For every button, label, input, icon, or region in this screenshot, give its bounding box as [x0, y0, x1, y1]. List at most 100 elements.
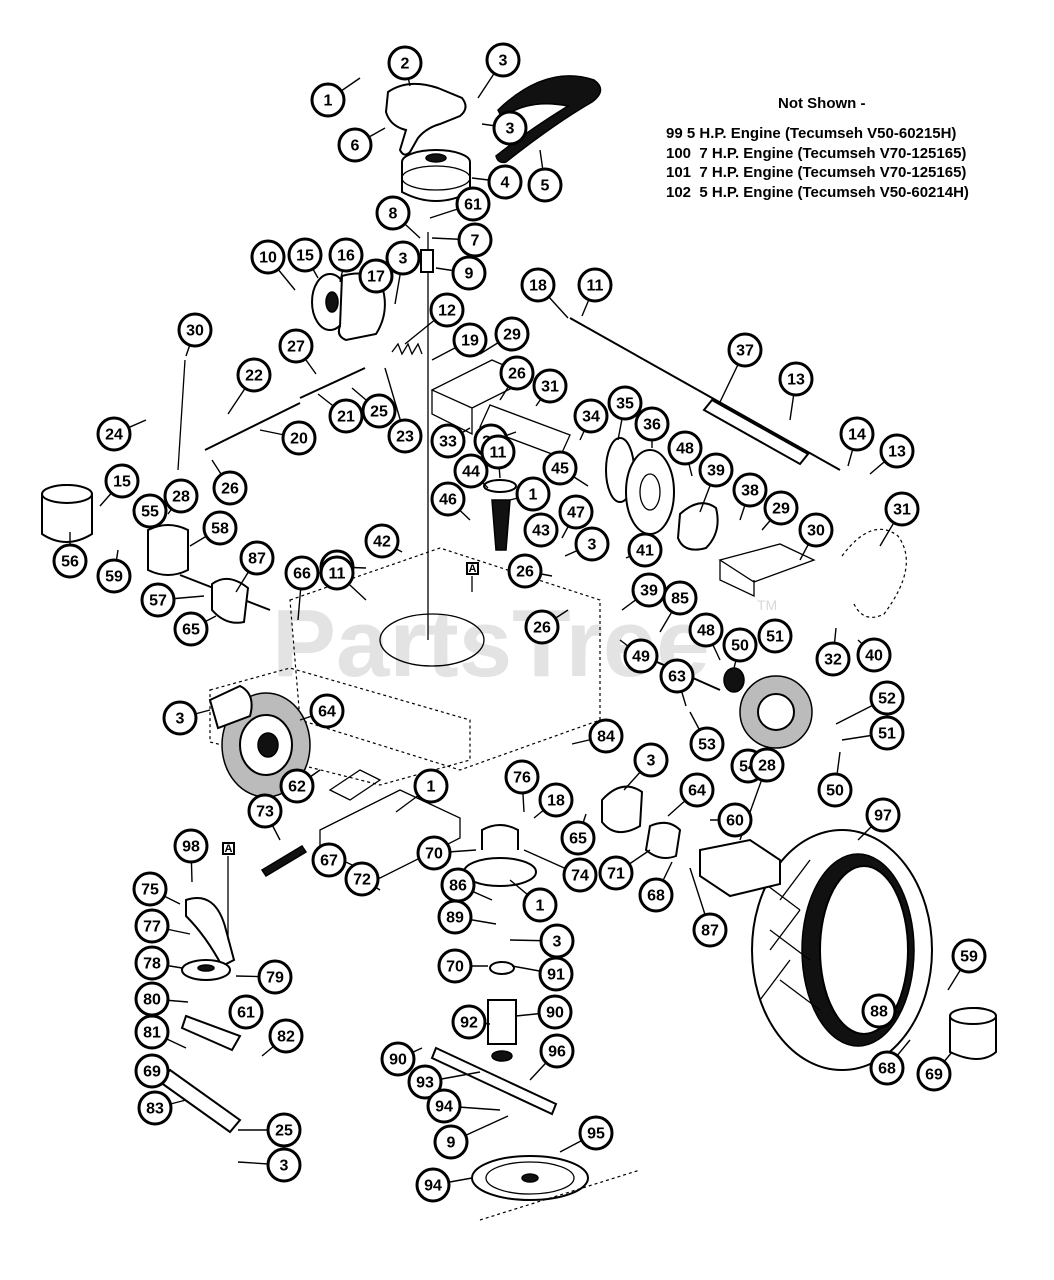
callout-number: 69 — [925, 1067, 943, 1084]
callout-bubble — [140, 582, 176, 618]
callout-30: 30 — [798, 512, 834, 548]
callout-number: 60 — [726, 813, 744, 830]
link-27 — [177, 359, 186, 471]
gear-37 — [625, 449, 675, 535]
callout-bubble — [869, 1050, 905, 1086]
callout-bubble — [239, 540, 275, 576]
callout-number: 88 — [870, 1004, 888, 1021]
callout-39: 39 — [631, 572, 667, 608]
callout-51: 51 — [757, 618, 793, 654]
trademark-symbol: TM — [757, 597, 777, 613]
callout-bubble — [749, 747, 785, 783]
not-shown-item: 99 5 H.P. Engine (Tecumseh V50-60215H) — [666, 125, 957, 142]
not-shown-list: 99 5 H.P. Engine (Tecumseh V50-60215H) 1… — [666, 124, 969, 202]
callout-bubble — [96, 558, 132, 594]
callout-number: 45 — [551, 461, 569, 478]
callout-number: 51 — [766, 629, 784, 646]
callout-bubble — [104, 463, 140, 499]
bracket-72-tab — [328, 769, 382, 801]
callout-number: 9 — [465, 266, 474, 283]
callout-43: 43 — [523, 512, 559, 548]
callout-bubble — [134, 945, 170, 981]
callout-number: 18 — [529, 278, 547, 295]
washer-44 — [483, 479, 517, 493]
callout-number: 81 — [143, 1025, 161, 1042]
callout-1: 1 — [522, 887, 558, 923]
callout-bubble — [380, 1041, 416, 1077]
callout-64: 64 — [309, 693, 345, 729]
callout-77: 77 — [134, 908, 170, 944]
callout-25: 25 — [361, 393, 397, 429]
callout-bubble — [426, 1088, 462, 1124]
callout-87: 87 — [239, 540, 275, 576]
callout-number: 15 — [296, 248, 314, 265]
callout-number: 3 — [280, 1158, 289, 1175]
callout-bubble — [279, 768, 315, 804]
callout-bubble — [212, 470, 248, 506]
callout-26: 26 — [507, 553, 543, 589]
callout-number: 50 — [731, 638, 749, 655]
reference-box-a-label: A — [469, 563, 477, 575]
callout-50: 50 — [817, 772, 853, 808]
callout-11: 11 — [577, 267, 613, 303]
callout-bubble — [573, 398, 609, 434]
shaft-coupling — [420, 249, 434, 273]
callout-bubble — [607, 385, 643, 421]
callout-number: 77 — [143, 919, 161, 936]
callout-bubble — [319, 555, 355, 591]
brake-arm-93 — [430, 1046, 558, 1116]
callout-80: 80 — [134, 981, 170, 1017]
callout-16: 16 — [328, 237, 364, 273]
callout-3: 3 — [266, 1147, 302, 1183]
callout-bubble — [415, 1167, 451, 1203]
callout-number: 90 — [546, 1005, 564, 1022]
callout-number: 95 — [587, 1126, 605, 1143]
callout-46: 46 — [430, 481, 466, 517]
callout-number: 36 — [643, 417, 661, 434]
callout-number: 59 — [105, 569, 123, 586]
callout-number: 85 — [671, 591, 689, 608]
callout-5: 5 — [527, 167, 563, 203]
callout-bubble — [698, 452, 734, 488]
callout-number: 31 — [541, 379, 559, 396]
callout-number: 68 — [878, 1061, 896, 1078]
callout-number: 92 — [460, 1015, 478, 1032]
wheel-rim — [819, 865, 909, 1035]
callout-number: 64 — [318, 704, 336, 721]
callout-number: 66 — [293, 566, 311, 583]
callout-number: 52 — [878, 691, 896, 708]
callout-76: 76 — [504, 759, 540, 795]
callout-bubble — [413, 768, 449, 804]
callout-bubble — [524, 609, 560, 645]
callout-bubble — [310, 82, 346, 118]
callout-bubble — [132, 493, 168, 529]
callout-bubble — [623, 638, 659, 674]
callout-63: 63 — [659, 658, 695, 694]
callout-66: 66 — [284, 555, 320, 591]
callout-bubble — [451, 255, 487, 291]
callout-bubble — [574, 526, 610, 562]
callout-number: 68 — [647, 888, 665, 905]
callout-number: 3 — [647, 753, 656, 770]
callout-bubble — [763, 490, 799, 526]
callout-number: 13 — [888, 444, 906, 461]
callout-28: 28 — [163, 478, 199, 514]
reference-box-a — [466, 562, 479, 575]
callout-number: 13 — [787, 372, 805, 389]
callout-9: 9 — [433, 1124, 469, 1160]
pulley-bracket — [384, 82, 467, 156]
callout-68: 68 — [638, 877, 674, 913]
callout-number: 83 — [146, 1101, 164, 1118]
callout-number: 7 — [471, 233, 480, 250]
callout-69: 69 — [916, 1056, 952, 1092]
callout-bubble — [281, 420, 317, 456]
callout-28: 28 — [749, 747, 785, 783]
callout-bubble — [407, 1064, 443, 1100]
callout-bubble — [137, 1090, 173, 1126]
callout-bubble — [173, 828, 209, 864]
callout-number: 3 — [499, 53, 508, 70]
bearing-51 — [723, 667, 745, 693]
callout-bubble — [480, 434, 516, 470]
v-belt — [495, 75, 602, 164]
callout-number: 84 — [597, 729, 615, 746]
